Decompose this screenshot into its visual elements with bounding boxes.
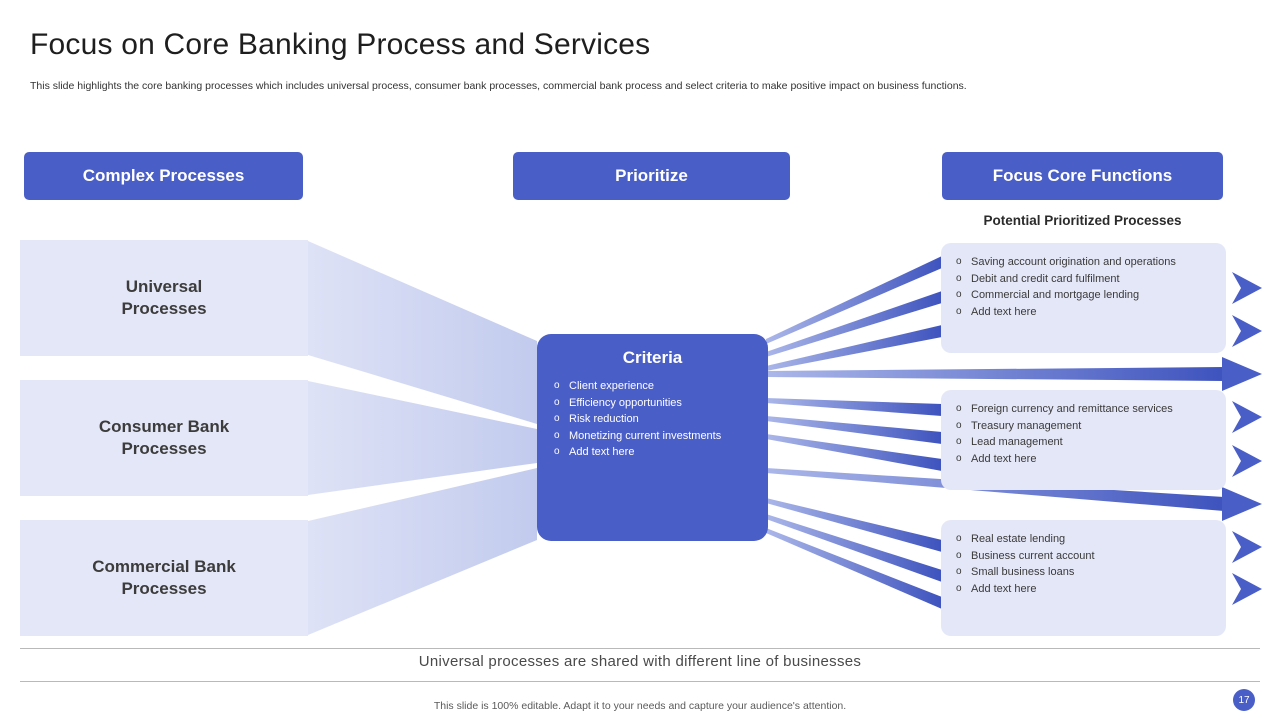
beam-icon: [766, 367, 1224, 381]
funnel-top: [308, 241, 537, 424]
fan-arrows: [766, 256, 1262, 609]
source-box-universal-processes: Universal Processes: [20, 240, 308, 356]
beam-icon: [766, 325, 942, 371]
source-label-line: Commercial Bank: [92, 556, 236, 576]
output-item: Add text here: [953, 304, 1214, 321]
criteria-box: Criteria Client experience Efficiency op…: [537, 334, 768, 541]
page-subtitle: This slide highlights the core banking p…: [30, 80, 967, 92]
criteria-item: Risk reduction: [551, 411, 754, 428]
source-box-label: Consumer Bank Processes: [99, 416, 229, 460]
output-item: Business current account: [953, 548, 1214, 565]
source-box-consumer-bank-processes: Consumer Bank Processes: [20, 380, 308, 496]
output-item: Foreign currency and remittance services: [953, 401, 1214, 418]
chevron-right-icon: [1232, 531, 1262, 563]
bottom-note: Universal processes are shared with diff…: [418, 653, 862, 670]
output-item: Lead management: [953, 434, 1214, 451]
funnel-shapes: [308, 241, 537, 635]
output-box-2: Foreign currency and remittance services…: [941, 390, 1226, 490]
output-item: Treasury management: [953, 418, 1214, 435]
beam-icon: [766, 256, 942, 344]
divider-line: [20, 648, 1260, 649]
source-label-line: Processes: [121, 299, 207, 318]
page-number-badge: 17: [1233, 689, 1255, 711]
output-item: Commercial and mortgage lending: [953, 287, 1214, 304]
output-box-1: Saving account origination and operation…: [941, 243, 1226, 353]
output-item: Add text here: [953, 451, 1214, 468]
criteria-item: Efficiency opportunities: [551, 395, 754, 412]
stage-button-prioritize: Prioritize: [513, 152, 790, 200]
output-item: Add text here: [953, 581, 1214, 598]
beam-icon: [766, 498, 942, 552]
source-box-commercial-bank-processes: Commercial Bank Processes: [20, 520, 308, 636]
page-title: Focus on Core Banking Process and Servic…: [30, 28, 651, 61]
stage-button-complex-processes: Complex Processes: [24, 152, 303, 200]
beam-icon: [766, 434, 942, 471]
chevron-right-icon: [1232, 445, 1262, 477]
output-list: Foreign currency and remittance services…: [953, 401, 1214, 467]
chevron-right-icon: [1232, 272, 1262, 304]
beam-icon: [766, 416, 942, 444]
criteria-item: Client experience: [551, 378, 754, 395]
output-list: Real estate lending Business current acc…: [953, 531, 1214, 597]
source-label-line: Universal: [125, 276, 203, 296]
funnel-middle: [308, 381, 537, 495]
criteria-item: Add text here: [551, 444, 754, 461]
criteria-list: Client experience Efficiency opportuniti…: [551, 378, 754, 461]
criteria-title: Criteria: [622, 348, 683, 367]
arrow-head-icon: [1222, 357, 1262, 391]
chevron-right-icon: [1232, 401, 1262, 433]
funnel-bottom: [308, 468, 537, 635]
beam-icon: [766, 291, 942, 357]
beam-icon: [766, 514, 942, 582]
source-label-line: Processes: [121, 439, 207, 458]
source-label-line: Processes: [121, 579, 207, 598]
output-item: Small business loans: [953, 564, 1214, 581]
output-item: Real estate lending: [953, 531, 1214, 548]
source-box-label: Universal Processes: [121, 276, 206, 320]
beam-icon: [766, 398, 942, 416]
chevron-right-icon: [1232, 315, 1262, 347]
beam-icon: [766, 528, 942, 609]
arrow-head-icon: [1222, 487, 1262, 521]
stage-button-focus-core-functions: Focus Core Functions: [942, 152, 1223, 200]
right-section-title: Potential Prioritized Processes: [983, 213, 1182, 228]
output-arrows: [1232, 272, 1262, 605]
source-label-line: Consumer Bank: [98, 416, 230, 436]
output-item: Debit and credit card fulfilment: [953, 271, 1214, 288]
output-item: Saving account origination and operation…: [953, 254, 1214, 271]
divider-line: [20, 681, 1260, 682]
output-box-3: Real estate lending Business current acc…: [941, 520, 1226, 636]
criteria-item: Monetizing current investments: [551, 428, 754, 445]
output-list: Saving account origination and operation…: [953, 254, 1214, 320]
source-box-label: Commercial Bank Processes: [92, 556, 236, 600]
footer-note: This slide is 100% editable. Adapt it to…: [433, 700, 847, 712]
chevron-right-icon: [1232, 573, 1262, 605]
